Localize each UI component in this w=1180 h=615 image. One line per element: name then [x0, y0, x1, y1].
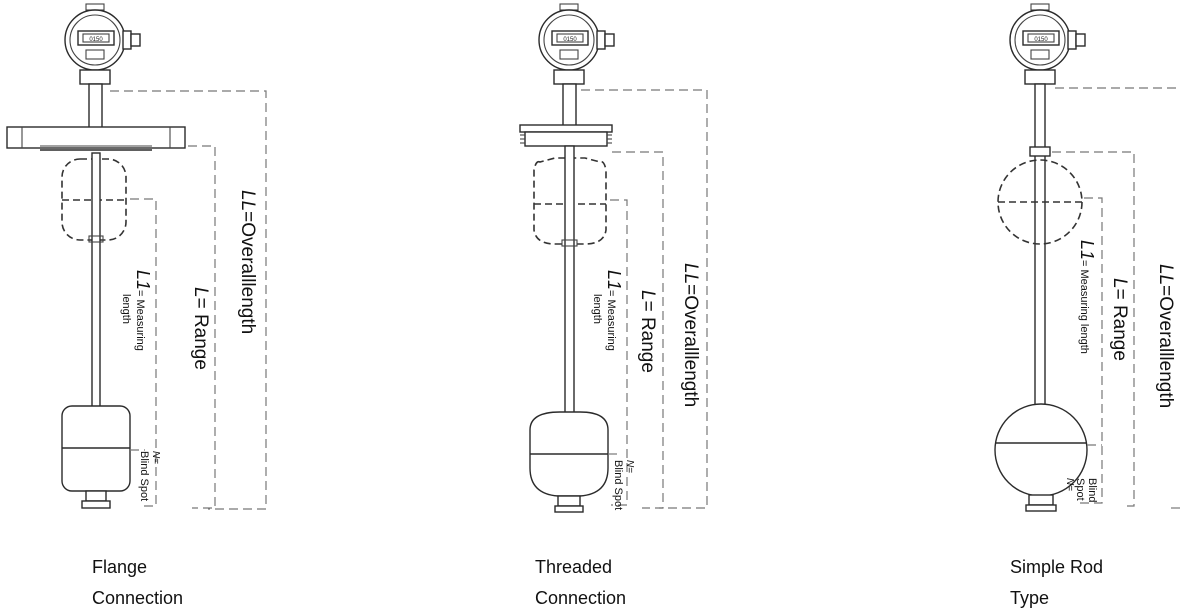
ll-overall-length-label: LL=Overalllength — [1155, 264, 1176, 409]
ll-overall-length-label: LL=Overalllength — [237, 190, 258, 335]
float-icon — [529, 411, 609, 513]
l1-measuring-length-label: L1= Measuring length — [591, 270, 624, 351]
simple-rod-type-caption: Simple Rod Type — [1010, 557, 1104, 608]
ball-float-icon — [994, 403, 1088, 512]
l-range-label: L= Range — [190, 287, 211, 370]
svg-text:0150: 0150 — [1034, 37, 1048, 43]
n-blind-spot-label: Blind Spot N= — [1064, 478, 1098, 503]
simple-rod-type-panel: 0150 LL=Overalllength L= Range L1= Measu… — [780, 0, 1180, 615]
threaded-fitting-icon — [519, 124, 613, 147]
svg-text:0150: 0150 — [563, 37, 577, 43]
l-range-label: L= Range — [637, 290, 658, 373]
n-blind-spot-label: N= Blind Spot — [612, 460, 635, 511]
threaded-connection-caption: Threaded Connection — [535, 557, 627, 608]
flange-connection-panel: 0150 LL=Overa — [0, 0, 380, 615]
flange-icon — [6, 126, 186, 151]
flange-sensor-drawing: 0150 — [6, 3, 267, 510]
n-blind-spot-label: N= Blind Spot — [138, 451, 161, 502]
transmitter-head-icon: 0150 — [538, 3, 615, 85]
svg-text:0150: 0150 — [89, 37, 103, 43]
l1-measuring-length-label: L1= Measuring length — [1077, 240, 1097, 354]
l-range-label: L= Range — [1109, 278, 1130, 361]
threaded-connection-panel: 0150 — [380, 0, 780, 615]
ll-overall-length-label: LL=Overalllength — [680, 263, 701, 408]
l1-measuring-length-label: L1= Measuring length — [120, 270, 153, 351]
transmitter-head-icon: 0150 — [1009, 3, 1086, 85]
transmitter-head-icon: 0150 — [64, 3, 141, 85]
float-icon — [61, 405, 131, 509]
threaded-sensor-drawing: 0150 — [519, 3, 708, 513]
simple-rod-sensor-drawing: 0150 — [994, 3, 1180, 512]
flange-connection-caption: Flange Connection — [92, 557, 184, 608]
